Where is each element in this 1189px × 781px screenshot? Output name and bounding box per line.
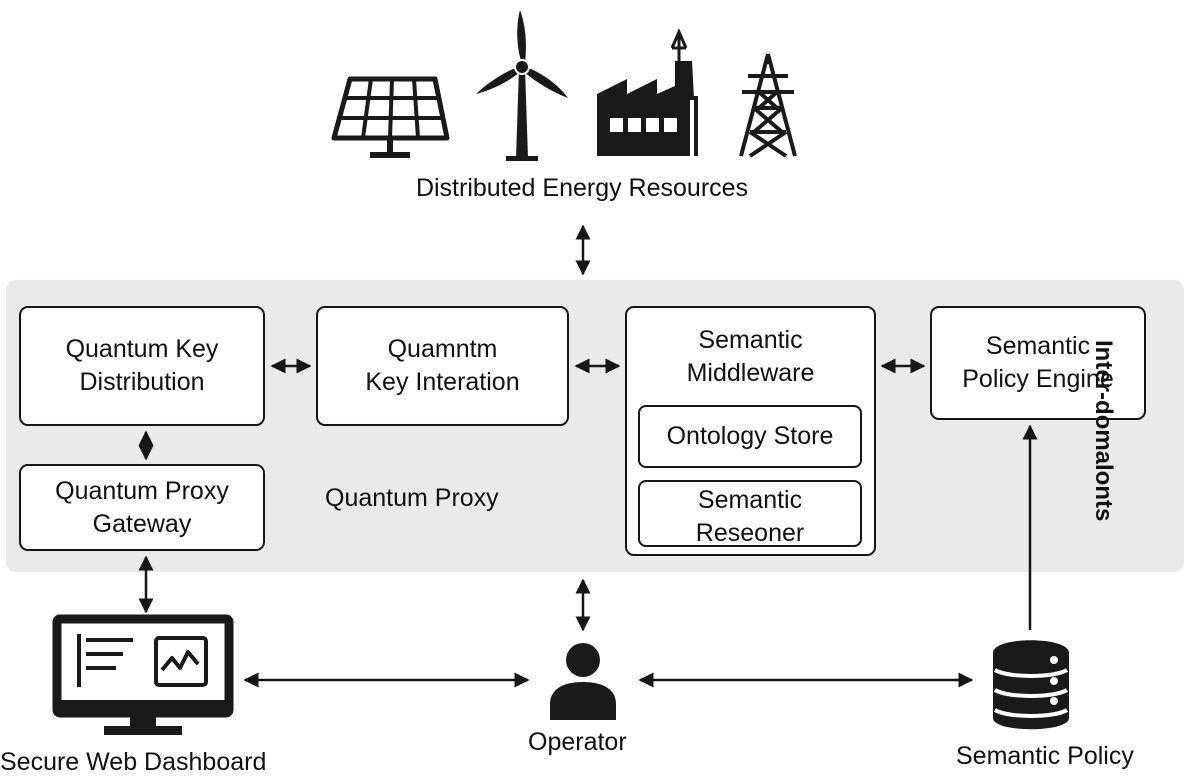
box-label-line: Semantic bbox=[697, 486, 803, 514]
box-label-line: Reseoner bbox=[695, 519, 805, 547]
box-label-line: Key Interation bbox=[365, 368, 520, 396]
distributed-energy-resources-label: Distributed Energy Resources bbox=[415, 174, 749, 202]
operator-icon bbox=[550, 643, 616, 720]
factory-icon bbox=[597, 28, 698, 156]
box-label-line: Distribution bbox=[79, 368, 205, 396]
box-label-line: Policy Engine bbox=[962, 365, 1114, 393]
semantic-policy-label: Semantic Policy bbox=[956, 742, 1134, 770]
box-label-line: Middleware bbox=[686, 359, 815, 387]
energy-icons-row bbox=[331, 10, 797, 161]
ontology-store-box[interactable]: Ontology Store bbox=[638, 405, 862, 468]
quantum-key-interation-box[interactable]: Quamntm Key Interation bbox=[316, 306, 569, 426]
wind-turbine-icon bbox=[476, 10, 568, 161]
box-label-line: Quamntm bbox=[387, 335, 498, 363]
solar-panel-icon bbox=[331, 76, 450, 158]
database-icon bbox=[993, 640, 1069, 730]
box-label-line: Semantic bbox=[985, 332, 1091, 360]
operator-label: Operator bbox=[528, 728, 627, 756]
box-label-line: Gateway bbox=[92, 509, 192, 538]
semantic-reseoner-box[interactable]: Semantic Reseoner bbox=[638, 480, 862, 547]
secure-web-dashboard-label: Secure Web Dashboard bbox=[0, 748, 267, 776]
semantic-policy-engine-box[interactable]: Semantic Policy Engine bbox=[930, 306, 1146, 420]
secure-dashboard-icon bbox=[52, 614, 234, 735]
quantum-proxy-label: Quantum Proxy bbox=[325, 484, 499, 512]
box-label-line: Quantum Proxy bbox=[55, 476, 229, 505]
box-label-line: Quantum Key bbox=[65, 335, 219, 363]
quantum-key-distribution-box[interactable]: Quantum Key Distribution bbox=[19, 306, 265, 426]
ontology-store-label: Ontology Store bbox=[666, 422, 834, 450]
transmission-tower-icon bbox=[739, 53, 797, 158]
box-label-line: Semantic bbox=[698, 326, 803, 354]
quantum-proxy-gateway-box[interactable]: Quantum Proxy Gateway bbox=[19, 464, 265, 551]
